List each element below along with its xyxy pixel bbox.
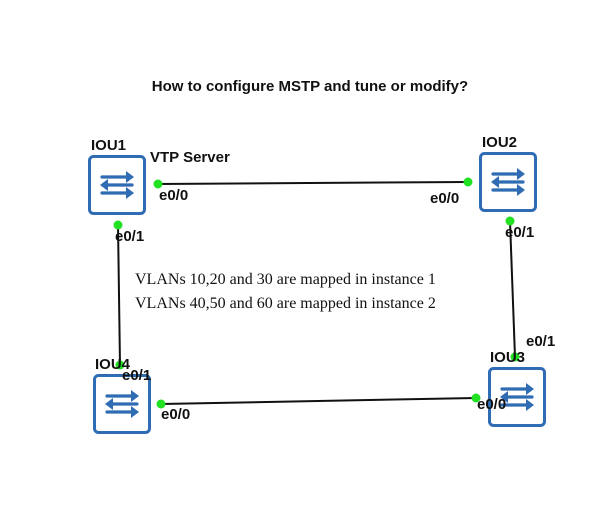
port-dot bbox=[113, 220, 123, 230]
port-dot bbox=[471, 393, 481, 403]
port-label: e0/1 bbox=[505, 224, 535, 241]
port-dot bbox=[463, 177, 473, 187]
device-label-iou4: IOU4 bbox=[95, 356, 131, 373]
link-iou1-iou2 bbox=[157, 181, 469, 185]
port-dot bbox=[156, 399, 166, 409]
link-iou4-iou1 bbox=[117, 224, 121, 366]
port-dot bbox=[153, 179, 163, 189]
port-label: e0/1 bbox=[115, 228, 145, 245]
port-label: e0/0 bbox=[430, 190, 460, 207]
device-role-label: VTP Server bbox=[150, 149, 230, 166]
port-label: e0/0 bbox=[159, 187, 189, 204]
port-label: e0/0 bbox=[477, 396, 507, 413]
switch-icon[interactable] bbox=[87, 154, 147, 216]
port-label: e0/1 bbox=[122, 367, 152, 384]
device-label-iou1: IOU1 bbox=[91, 137, 127, 154]
port-dot bbox=[115, 360, 125, 370]
link-iou2-iou3 bbox=[509, 220, 516, 358]
note-line: VLANs 40,50 and 60 are mapped in instanc… bbox=[135, 295, 436, 312]
switch-icon[interactable] bbox=[92, 373, 152, 435]
switch-icon[interactable] bbox=[478, 151, 538, 213]
port-label: e0/1 bbox=[526, 333, 556, 350]
device-label-iou2: IOU2 bbox=[482, 134, 518, 151]
port-dot bbox=[510, 352, 520, 362]
link-iou3-iou4 bbox=[160, 397, 477, 405]
note-line: VLANs 10,20 and 30 are mapped in instanc… bbox=[135, 271, 436, 288]
vlan-mapping-note: VLANs 10,20 and 30 are mapped in instanc… bbox=[135, 268, 436, 316]
device-label-iou3: IOU3 bbox=[490, 349, 526, 366]
diagram-title: How to configure MSTP and tune or modify… bbox=[151, 78, 469, 95]
port-label: e0/0 bbox=[161, 406, 191, 423]
port-dot bbox=[505, 216, 515, 226]
